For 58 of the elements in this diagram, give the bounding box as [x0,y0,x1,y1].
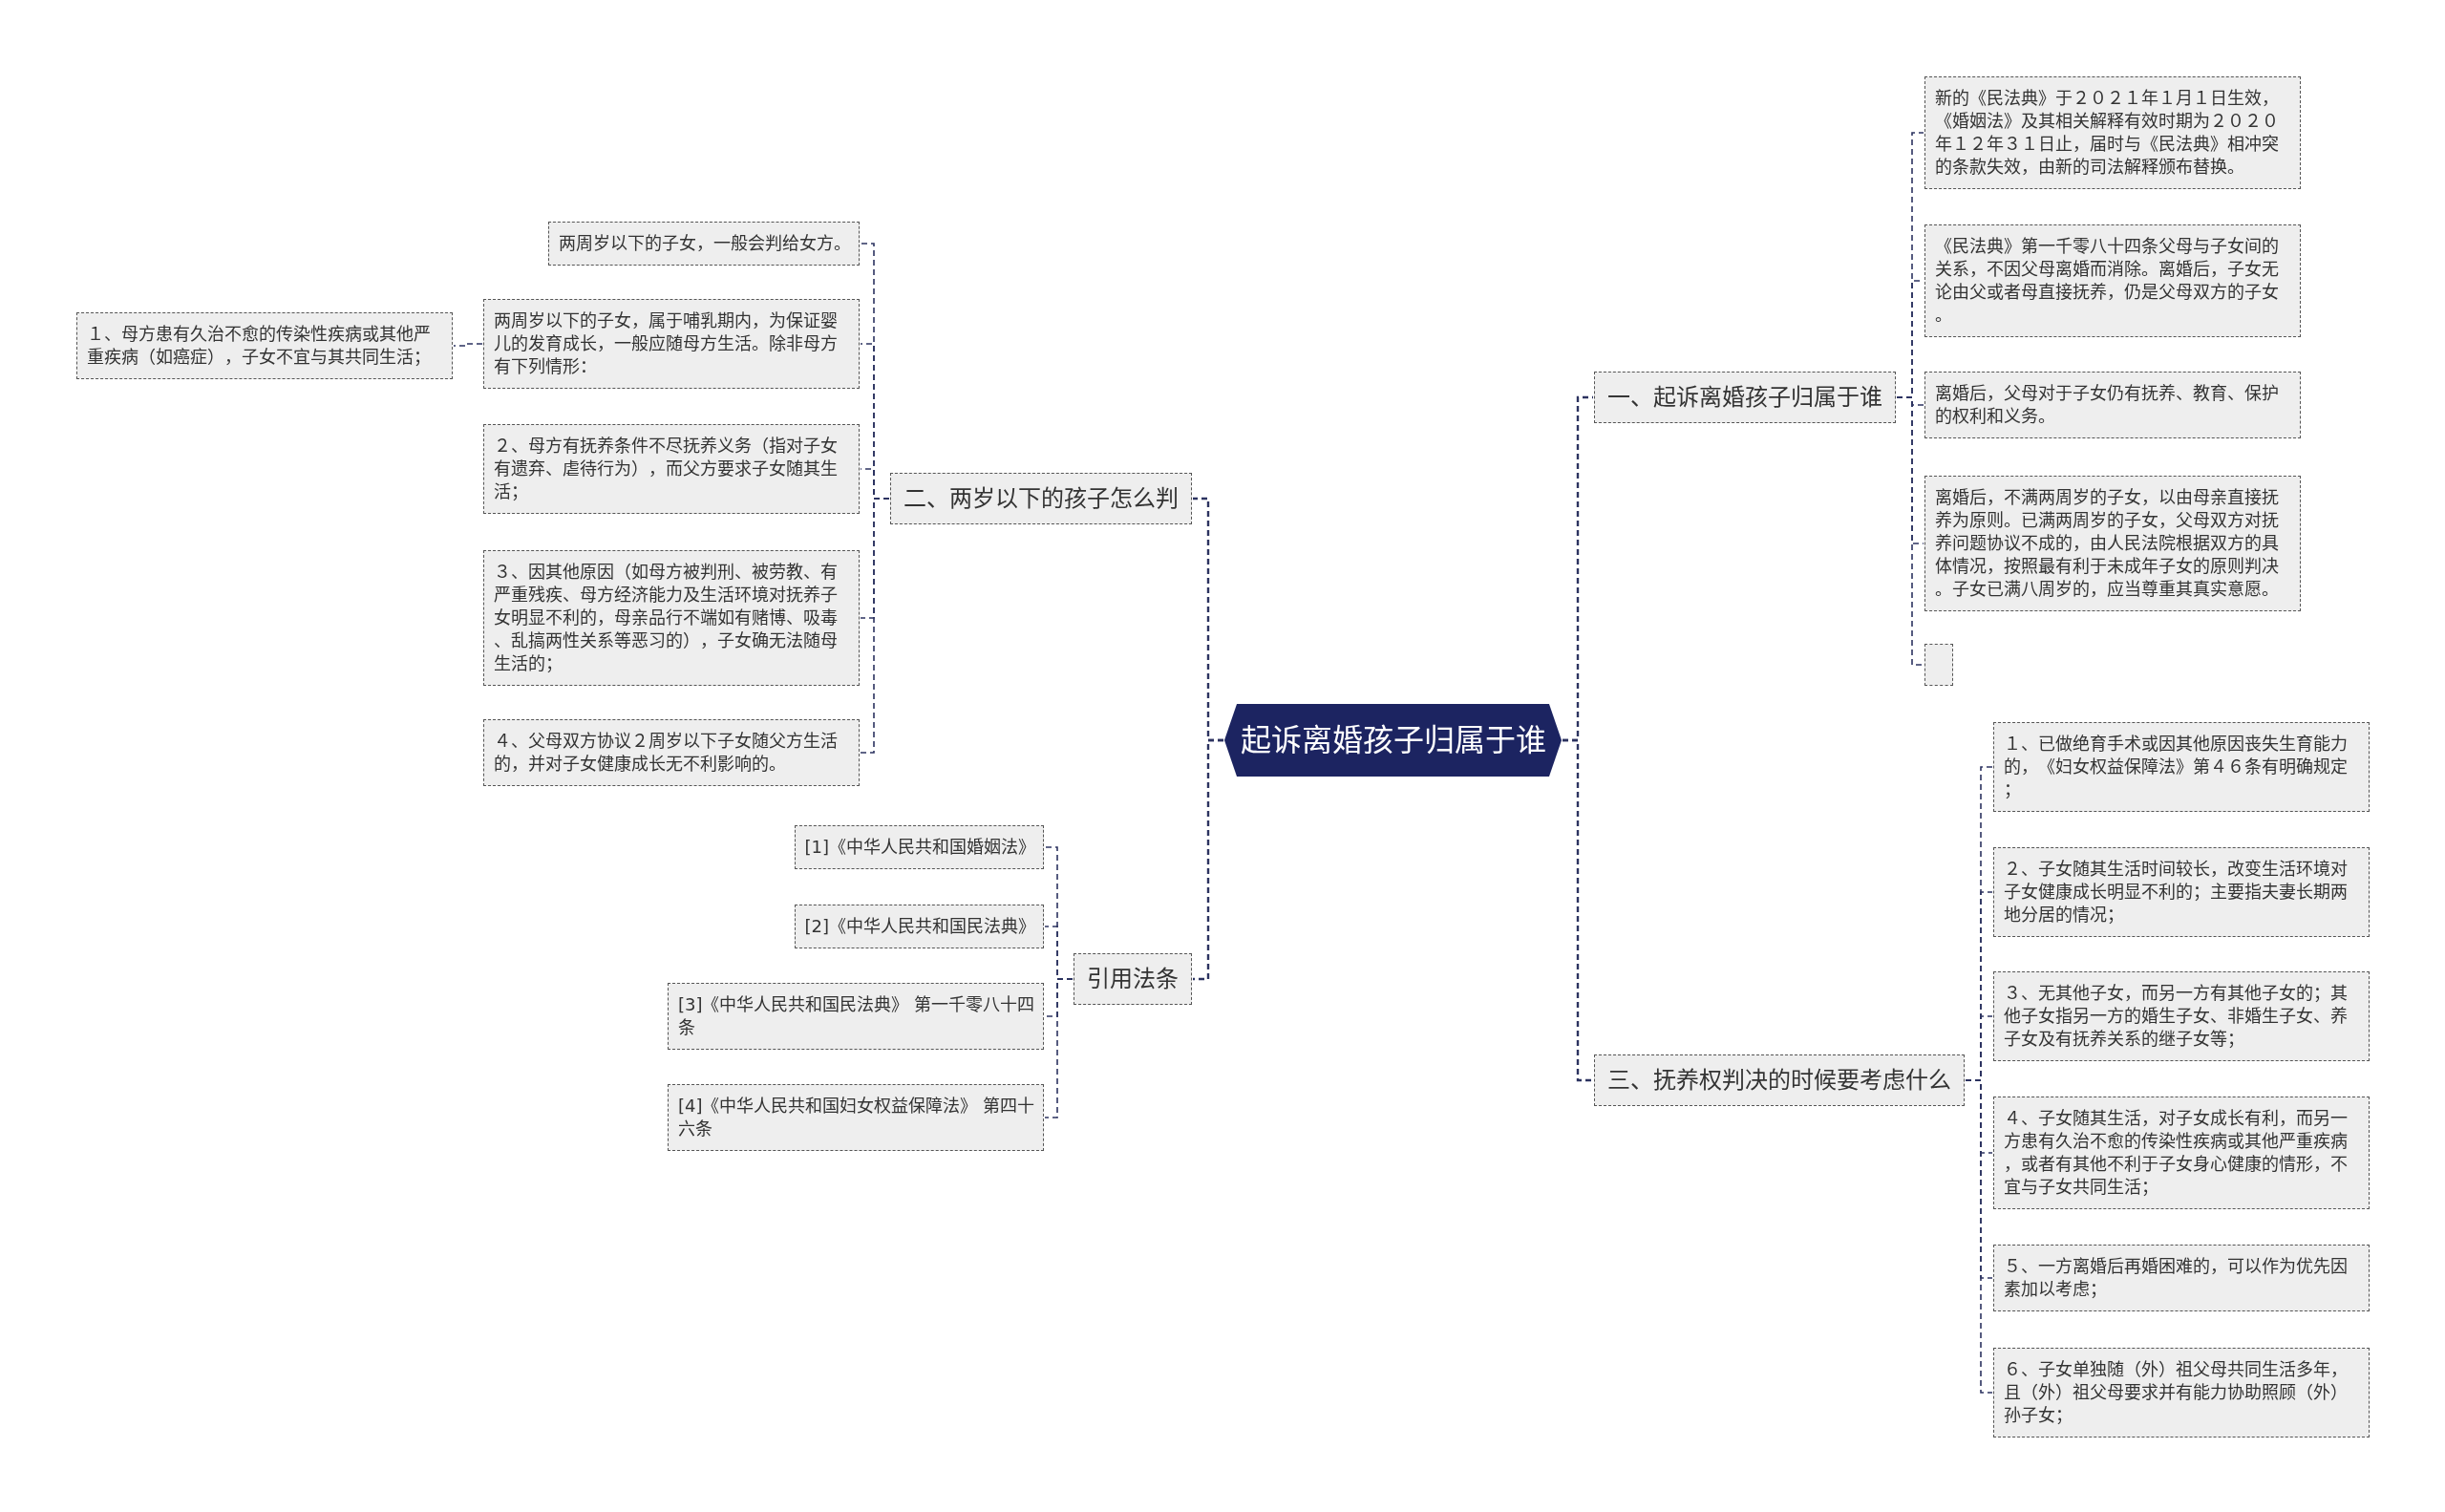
topic-box [890,473,1192,524]
note-text: １、母方患有久治不愈的传染性疾病或其他严重疾病（如癌症），子女不宜与其共同生活； [87,323,432,369]
connector-line [860,498,890,754]
note-box [1924,76,2301,189]
central-topic-text: 起诉离婚孩子归属于谁 [1240,721,1546,759]
note-box [1924,224,2301,337]
note-box [483,719,860,786]
connector-line [1193,738,1223,981]
note-box [483,424,860,514]
note-box [668,983,1044,1050]
note-box [794,825,1044,869]
connector-line [1965,1079,1993,1394]
note-text: １、已做绝育手术或因其他原因丧失生育能力的，《妇女权益保障法》第４６条有明确规定； [2004,733,2349,801]
note-text: ３、因其他原因（如母方被判刑、被劳教、有严重残疾、母方经济能力及生活环境对抚养子女明显不利的，母亲品行不端如有赌博、吸毒、乱搞两性关系等恶习的），子女确无法随母生活的； [494,561,839,675]
central-topic [1224,704,1562,777]
note-text: 离婚后，不满两周岁的子女，以由母亲直接抚养为原则。已满两周岁的子女，父母双方对抚养问题协议不成的，由人民法院根据双方的具体情况，按照最有利于未成年子女的原则判决。子女已满八周岁的，应当尊重其真实意愿。 [1935,486,2280,601]
connector-line [1044,978,1074,1118]
note-text: [3]《中华人民共和国民法典》 第一千零八十四条 [678,993,1035,1039]
note-text: [1]《中华人民共和国婚姻法》 [804,836,1035,859]
topic-text: 一、起诉离婚孩子归属于谁 [1607,383,1882,412]
note-text: ６、子女单独随（外）祖父母共同生活多年，且（外）祖父母要求并有能力协助照顾（外）孙子女； [2004,1358,2349,1427]
note-box [483,550,860,686]
note-box [1993,1245,2370,1311]
note-text: [4]《中华人民共和国妇女权益保障法》 第四十六条 [678,1095,1035,1140]
note-text: 离婚后，父母对于子女仍有抚养、教育、保护的权利和义务。 [1935,382,2280,428]
note-box [1924,476,2301,611]
note-text: ４、父母双方协议２周岁以下子女随父方生活的，并对子女健康成长无不利影响的。 [494,730,839,776]
note-text: [2]《中华人民共和国民法典》 [804,915,1035,938]
note-box [76,312,453,379]
note-box [1993,847,2370,937]
note-box [794,905,1044,948]
topic-box [1594,372,1896,423]
note-text: ３、无其他子女，而另一方有其他子女的；其他子女指另一方的婚生子女、非婚生子女、养子女及有抚养关系的继子女等； [2004,982,2349,1051]
empty-box [1924,644,1953,686]
topic-text: 引用法条 [1087,965,1179,993]
note-text: ２、子女随其生活时间较长，改变生活环境对子女健康成长明显不利的；主要指夫妻长期两地分居的情况； [2004,858,2349,926]
note-box [1993,722,2370,812]
note-box [1993,1348,2370,1437]
topic-box [1074,953,1192,1005]
note-text: 两周岁以下的子女，属于哺乳期内，为保证婴儿的发育成长，一般应随母方生活。除非母方有下列情形： [494,309,839,378]
connector-line [1896,396,1924,666]
note-text: ５、一方离婚后再婚困难的，可以作为优先因素加以考虑； [2004,1255,2349,1301]
topic-box [1594,1054,1965,1106]
note-box [668,1084,1044,1151]
topic-text: 三、抚养权判决的时候要考虑什么 [1607,1066,1951,1095]
note-text: 新的《民法典》于２０２１年１月１日生效，《婚姻法》及其相关解释有效时期为２０２０年１２年３１日止，届时与《民法典》相冲突的条款失效，由新的司法解释颁布替换。 [1935,87,2280,179]
note-box [548,222,860,266]
note-box [1993,1097,2370,1209]
note-text: 两周岁以下的子女，一般会判给女方。 [559,232,851,255]
note-box [1924,372,2301,438]
note-text: ２、母方有抚养条件不尽抚养义务（指对子女有遗弃、虐待行为），而父方要求子女随其生活； [494,435,839,503]
topic-text: 二、两岁以下的孩子怎么判 [904,484,1179,513]
connector-line [453,343,483,347]
note-text: 《民法典》第一千零八十四条父母与子女间的关系，不因父母离婚而消除。离婚后，子女无论由父或者母直接抚养，仍是父母双方的子女。 [1935,235,2280,327]
note-text: ４、子女随其生活，对子女成长有利，而另一方患有久治不愈的传染性疾病或其他严重疾病，或者有其他不利于子女身心健康的情形，不宜与子女共同生活； [2004,1107,2349,1199]
note-box [483,299,860,389]
note-box [1993,971,2370,1061]
connector-line [1563,738,1593,1082]
